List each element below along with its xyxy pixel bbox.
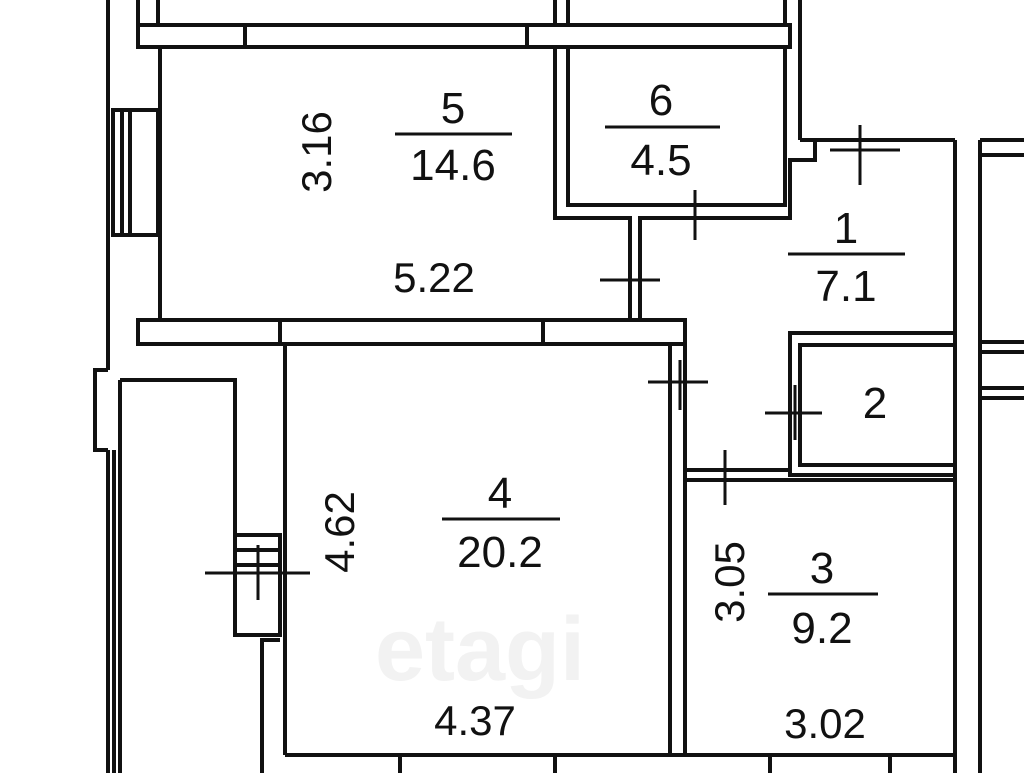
dimension-room5-height: 3.16: [293, 111, 340, 193]
room-number: 3: [810, 544, 834, 593]
dimension-room3-height: 3.05: [706, 541, 753, 623]
walls: [93, 0, 1024, 773]
room-4: 4 20.2: [442, 469, 560, 577]
room-3: 3 9.2: [768, 544, 878, 653]
dimension-room4-height: 4.62: [316, 491, 363, 573]
room-area: 9.2: [791, 604, 852, 653]
room-number: 1: [834, 204, 858, 253]
room-2: 2: [863, 379, 887, 428]
room-area: 4.5: [630, 136, 691, 185]
dimension-room4-width: 4.37: [434, 697, 516, 744]
room-area: 14.6: [410, 141, 496, 190]
room-1: 1 7.1: [788, 204, 905, 311]
room-number: 4: [488, 469, 512, 518]
room-number: 6: [649, 76, 673, 125]
door-ticks: [205, 125, 900, 600]
watermark: etagi: [375, 600, 585, 700]
dimension-room3-width: 3.02: [784, 700, 866, 747]
room-number: 5: [441, 84, 465, 133]
door-vent: [233, 533, 282, 637]
room-number: 2: [863, 379, 887, 428]
room-5: 5 14.6: [395, 84, 512, 190]
window: [111, 108, 160, 237]
room-area: 20.2: [457, 528, 543, 577]
room-6: 6 4.5: [605, 76, 720, 185]
room-area: 7.1: [815, 262, 876, 311]
dimension-room5-width: 5.22: [393, 254, 475, 301]
